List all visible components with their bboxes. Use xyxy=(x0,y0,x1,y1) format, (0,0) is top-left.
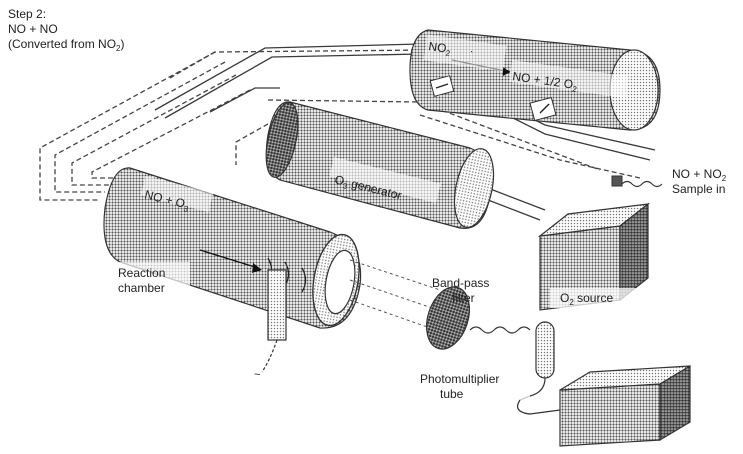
flow-line-outer-left xyxy=(39,51,216,201)
bandpass-label-line2: filter xyxy=(452,291,475,305)
pmt-label-line1: Photomultiplier xyxy=(420,372,499,386)
tube-sample-2 xyxy=(504,113,651,161)
exhaust-mark: ~ xyxy=(254,369,260,381)
flow-line-3 xyxy=(71,74,237,186)
step-caption: Step 2: NO + NO (Converted from NO2) xyxy=(8,7,124,53)
flow-line-inner xyxy=(235,119,276,165)
step-note: (Converted from NO2) xyxy=(8,37,124,53)
flow-line-right-1 xyxy=(419,114,641,179)
no2-converter: NO2 . NO + 1/2 O2 xyxy=(409,29,661,131)
converter-left-label: NO2 xyxy=(427,39,452,58)
band-pass-filter xyxy=(425,286,471,350)
flow-line-2 xyxy=(54,61,226,193)
step-title: Step 2: xyxy=(8,7,46,21)
step-reaction: NO + NO xyxy=(8,22,58,36)
tube-top-2 xyxy=(164,53,421,119)
pmt-signal-cable xyxy=(517,399,561,415)
o2-source-label: O2 source xyxy=(560,291,613,307)
light-path xyxy=(349,259,441,331)
photomultiplier-tube xyxy=(519,321,555,401)
reaction-label-line1: Reaction xyxy=(118,266,165,280)
bandpass-label-line1: Band-pass xyxy=(432,276,489,290)
tube-top-1 xyxy=(154,43,421,111)
flow-line-4 xyxy=(91,89,251,179)
reaction-chamber: NO + O3 ~ xyxy=(103,167,362,381)
tube-mid-1 xyxy=(209,87,280,113)
output-box xyxy=(559,364,691,447)
reaction-label-line2: chamber xyxy=(118,281,165,295)
sample-inlet xyxy=(611,175,663,188)
o3-generator: O3 generator xyxy=(265,101,495,229)
pmt-label-line2: tube xyxy=(440,387,464,401)
sample-label-line1: NO + NO2 xyxy=(672,167,727,183)
sample-label-line2: Sample in xyxy=(672,182,725,196)
light-wave xyxy=(469,326,531,334)
converter-text-fragment: . xyxy=(470,43,475,55)
